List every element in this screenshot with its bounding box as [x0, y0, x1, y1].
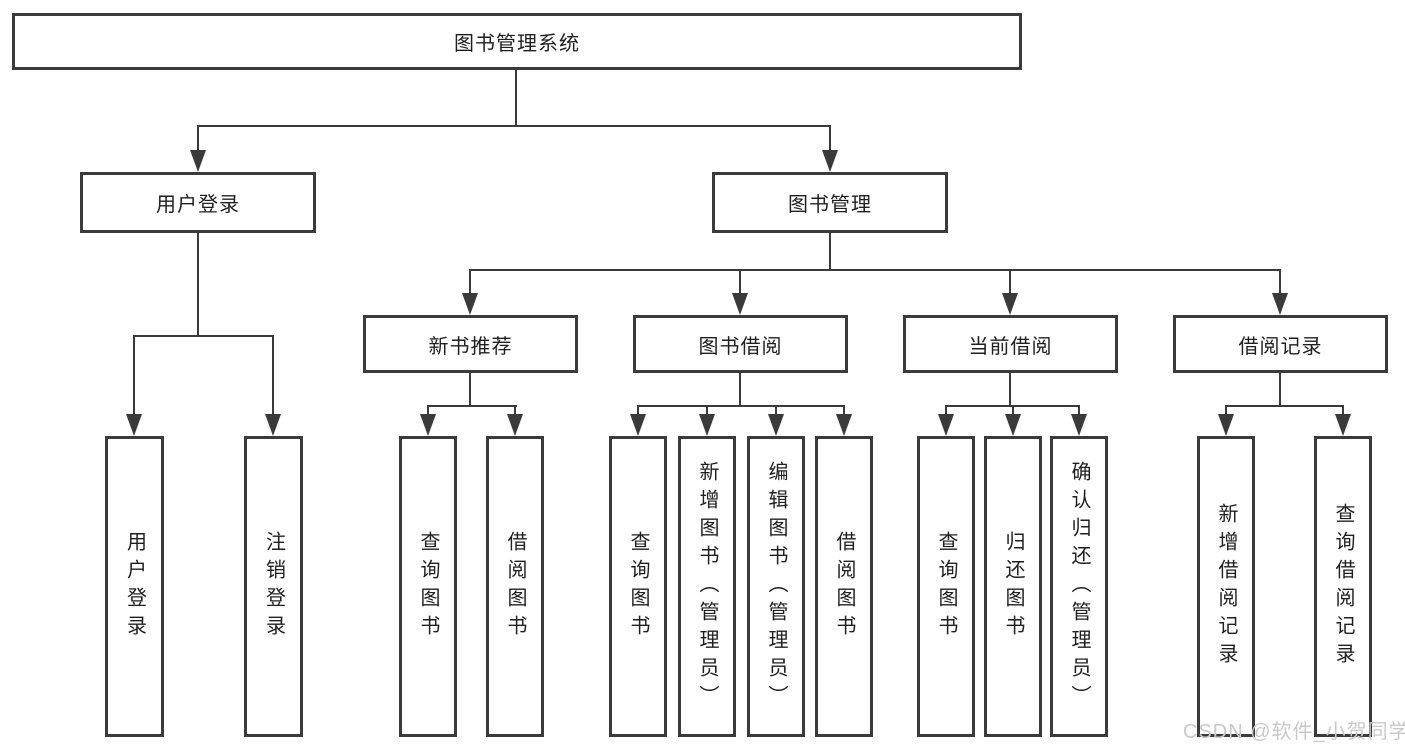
leaf-query-borrow-record-label: 查询借阅记录 [1332, 502, 1354, 671]
connector-line [133, 335, 135, 415]
connector-line [829, 233, 831, 271]
arrowhead-down-icon [126, 414, 142, 436]
connector-line [1279, 373, 1281, 407]
leaf-user-login: 用户登录 [105, 436, 164, 737]
connector-line [515, 70, 517, 127]
arrowhead-down-icon [699, 414, 715, 436]
connector-line [133, 335, 274, 337]
connector-line [469, 373, 471, 407]
leaf-confirm-return-admin: 确认归还（管理员） [1050, 436, 1108, 737]
leaf-borrow-books: 借阅图书 [815, 436, 873, 737]
arrowhead-down-icon [507, 414, 523, 436]
connector-line [1225, 405, 1344, 407]
arrowhead-down-icon [1071, 414, 1087, 436]
leaf-current-query-books: 查询图书 [917, 436, 975, 737]
connector-line [197, 233, 199, 337]
leaf-recommend-query-books: 查询图书 [399, 436, 457, 737]
leaf-add-books-admin-label: 新增图书（管理员） [696, 460, 718, 713]
node-borrow-records-label: 借阅记录 [1238, 335, 1323, 358]
connector-line [469, 269, 1281, 271]
arrowhead-down-icon [1335, 414, 1351, 436]
node-new-book-recommend: 新书推荐 [363, 315, 578, 373]
arrowhead-down-icon [768, 414, 784, 436]
connector-line [1009, 373, 1011, 407]
arrowhead-down-icon [1272, 293, 1288, 315]
leaf-add-borrow-record-label: 新增借阅记录 [1215, 502, 1237, 671]
arrowhead-down-icon [190, 150, 206, 172]
leaf-logout: 注销登录 [244, 436, 303, 737]
arrowhead-down-icon [265, 414, 281, 436]
arrowhead-down-icon [836, 414, 852, 436]
arrowhead-down-icon [938, 414, 954, 436]
leaf-logout-label: 注销登录 [262, 530, 285, 643]
connector-line [1279, 269, 1281, 295]
leaf-query-borrow-record: 查询借阅记录 [1314, 436, 1372, 737]
connector-line [514, 405, 516, 417]
leaf-add-borrow-record: 新增借阅记录 [1197, 436, 1255, 737]
arrowhead-down-icon [630, 414, 646, 436]
connector-line [739, 373, 741, 407]
node-user-login: 用户登录 [80, 172, 316, 233]
leaf-recommend-borrow-books-label: 借阅图书 [504, 530, 526, 643]
csdn-watermark: CSDN @软件_小贺同学 [1183, 721, 1405, 743]
leaf-add-books-admin: 新增图书（管理员） [678, 436, 736, 737]
leaf-current-query-books-label: 查询图书 [935, 530, 957, 643]
connector-line [272, 335, 274, 415]
node-current-borrow: 当前借阅 [903, 315, 1118, 373]
node-new-book-recommend-label: 新书推荐 [428, 335, 513, 358]
node-book-borrow: 图书借阅 [633, 315, 848, 373]
connector-line [637, 405, 845, 407]
leaf-borrow-query-books-label: 查询图书 [627, 530, 649, 643]
arrowhead-down-icon [732, 293, 748, 315]
leaf-user-login-label: 用户登录 [123, 530, 146, 643]
connector-line [1078, 405, 1080, 417]
connector-line [637, 405, 639, 417]
node-book-borrow-label: 图书借阅 [698, 335, 783, 358]
leaf-return-books: 归还图书 [984, 436, 1042, 737]
node-current-borrow-label: 当前借阅 [968, 335, 1053, 358]
connector-line [427, 405, 429, 417]
leaf-borrow-books-label: 借阅图书 [833, 530, 855, 643]
connector-line [427, 405, 517, 407]
leaf-recommend-query-books-label: 查询图书 [417, 530, 439, 643]
connector-line [1225, 405, 1227, 417]
node-library-system: 图书管理系统 [12, 13, 1022, 70]
arrowhead-down-icon [822, 150, 838, 172]
connector-line [739, 269, 741, 295]
arrowhead-down-icon [420, 414, 436, 436]
connector-line [1342, 405, 1344, 417]
connector-line [197, 125, 831, 127]
node-borrow-records: 借阅记录 [1173, 315, 1388, 373]
leaf-edit-books-admin-label: 编辑图书（管理员） [765, 460, 787, 713]
leaf-confirm-return-admin-label: 确认归还（管理员） [1068, 460, 1090, 713]
node-user-login-label: 用户登录 [156, 194, 240, 216]
connector-line [706, 405, 708, 417]
connector-line [945, 405, 947, 417]
connector-line [1012, 405, 1014, 417]
leaf-edit-books-admin: 编辑图书（管理员） [747, 436, 805, 737]
leaf-return-books-label: 归还图书 [1002, 530, 1024, 643]
node-book-management: 图书管理 [712, 172, 948, 233]
node-library-system-label: 图书管理系统 [454, 33, 580, 55]
leaf-borrow-query-books: 查询图书 [609, 436, 667, 737]
connector-line [775, 405, 777, 417]
node-book-management-label: 图书管理 [788, 194, 872, 216]
arrowhead-down-icon [1005, 414, 1021, 436]
leaf-recommend-borrow-books: 借阅图书 [486, 436, 544, 737]
connector-line [1009, 269, 1011, 295]
connector-line [829, 125, 831, 153]
connector-line [197, 125, 199, 153]
arrowhead-down-icon [1218, 414, 1234, 436]
connector-line [843, 405, 845, 417]
connector-line [469, 269, 471, 295]
arrowhead-down-icon [462, 293, 478, 315]
arrowhead-down-icon [1002, 293, 1018, 315]
